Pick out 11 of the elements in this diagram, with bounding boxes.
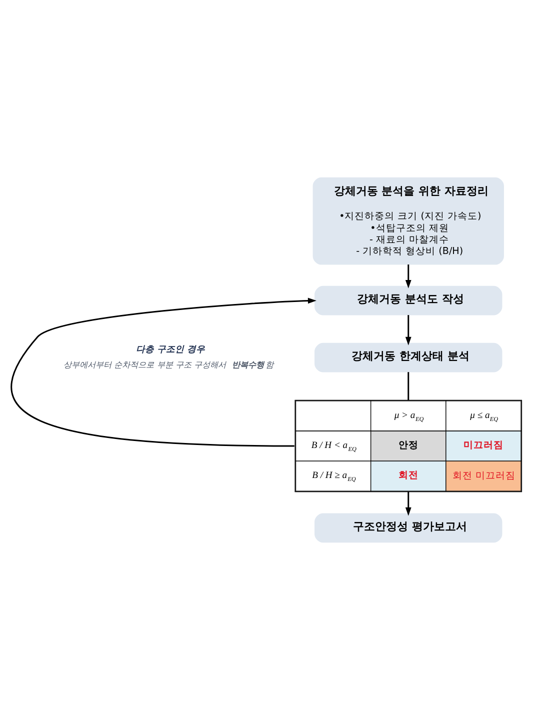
node-box: 구조안정성 평가보고서 <box>314 513 502 543</box>
arrow <box>11 298 316 447</box>
node-box: 강체거동 분석도 작성 <box>314 286 502 316</box>
node-box: 강체거동 한계상태 분석 <box>314 342 502 372</box>
node-box: 강체거동 분석을 위한 자료정리 •지진하중의 크기 (지진 가속도) •석탑구조의 제원 - 재료의 마찰계수 - 기하학적 형상비 (B/H) <box>312 177 504 265</box>
label: 상부에서부터 순차적으로 부분 구조 구성해서 반복수행함 <box>64 360 274 370</box>
arrow <box>405 492 412 516</box>
arrow <box>405 264 412 288</box>
arrow <box>405 315 412 346</box>
connector <box>408 372 410 400</box>
label: 다층 구조인 경우 <box>136 344 206 355</box>
